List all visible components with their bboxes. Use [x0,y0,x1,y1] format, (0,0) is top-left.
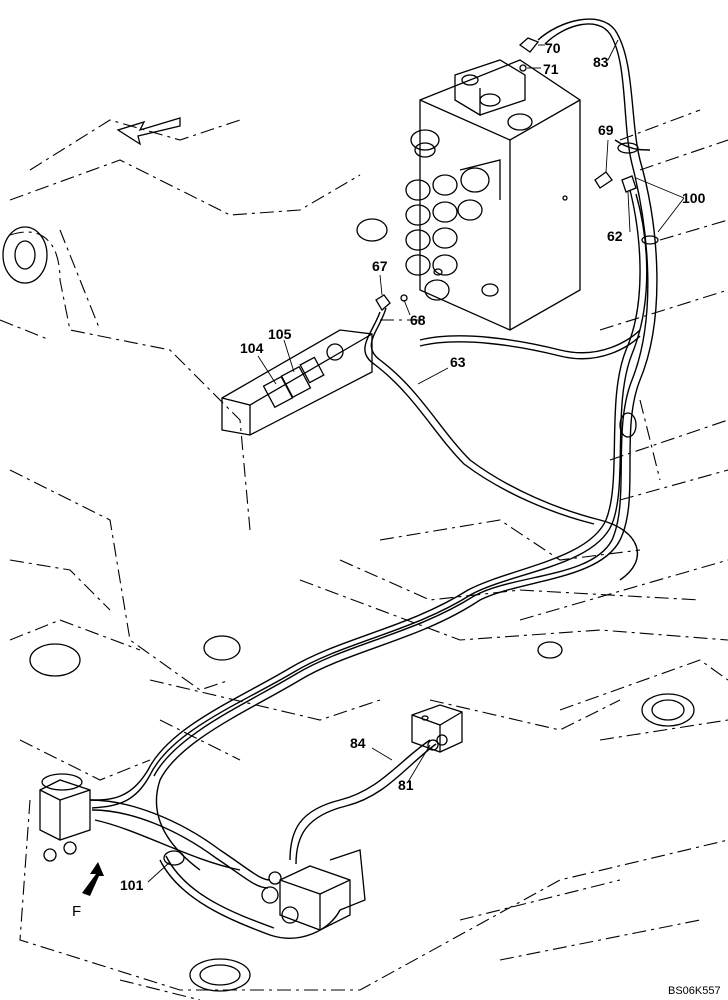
front-marker-arrow [82,862,104,896]
callout-81: 81 [398,777,414,793]
front-direction-arrow [116,117,181,146]
callout-68: 68 [410,312,426,328]
callout-labels: 70 71 83 69 100 62 67 68 63 104 105 84 8… [72,40,721,997]
callout-105: 105 [268,326,292,342]
callout-100: 100 [682,190,706,206]
front-direction-label: F [72,903,81,920]
drawing-reference-code: BS06K557 [668,985,721,997]
callout-84: 84 [350,735,366,751]
hydraulic-hoses [89,18,659,939]
pilot-valve-lower [261,849,366,931]
callout-83: 83 [593,54,609,70]
callout-70: 70 [545,40,561,56]
callout-101: 101 [120,877,144,893]
callout-71: 71 [543,61,559,77]
fittings [375,37,637,312]
pilot-valve-left [39,773,91,862]
switch-bracket [221,329,373,436]
callout-67: 67 [372,258,388,274]
callout-63: 63 [450,354,466,370]
frame-holes [2,113,695,992]
leader-lines [147,39,685,883]
callout-69: 69 [598,122,614,138]
control-valve-block [405,59,581,331]
junction-block [411,704,463,753]
callout-62: 62 [607,228,623,244]
callout-104: 104 [240,340,264,356]
